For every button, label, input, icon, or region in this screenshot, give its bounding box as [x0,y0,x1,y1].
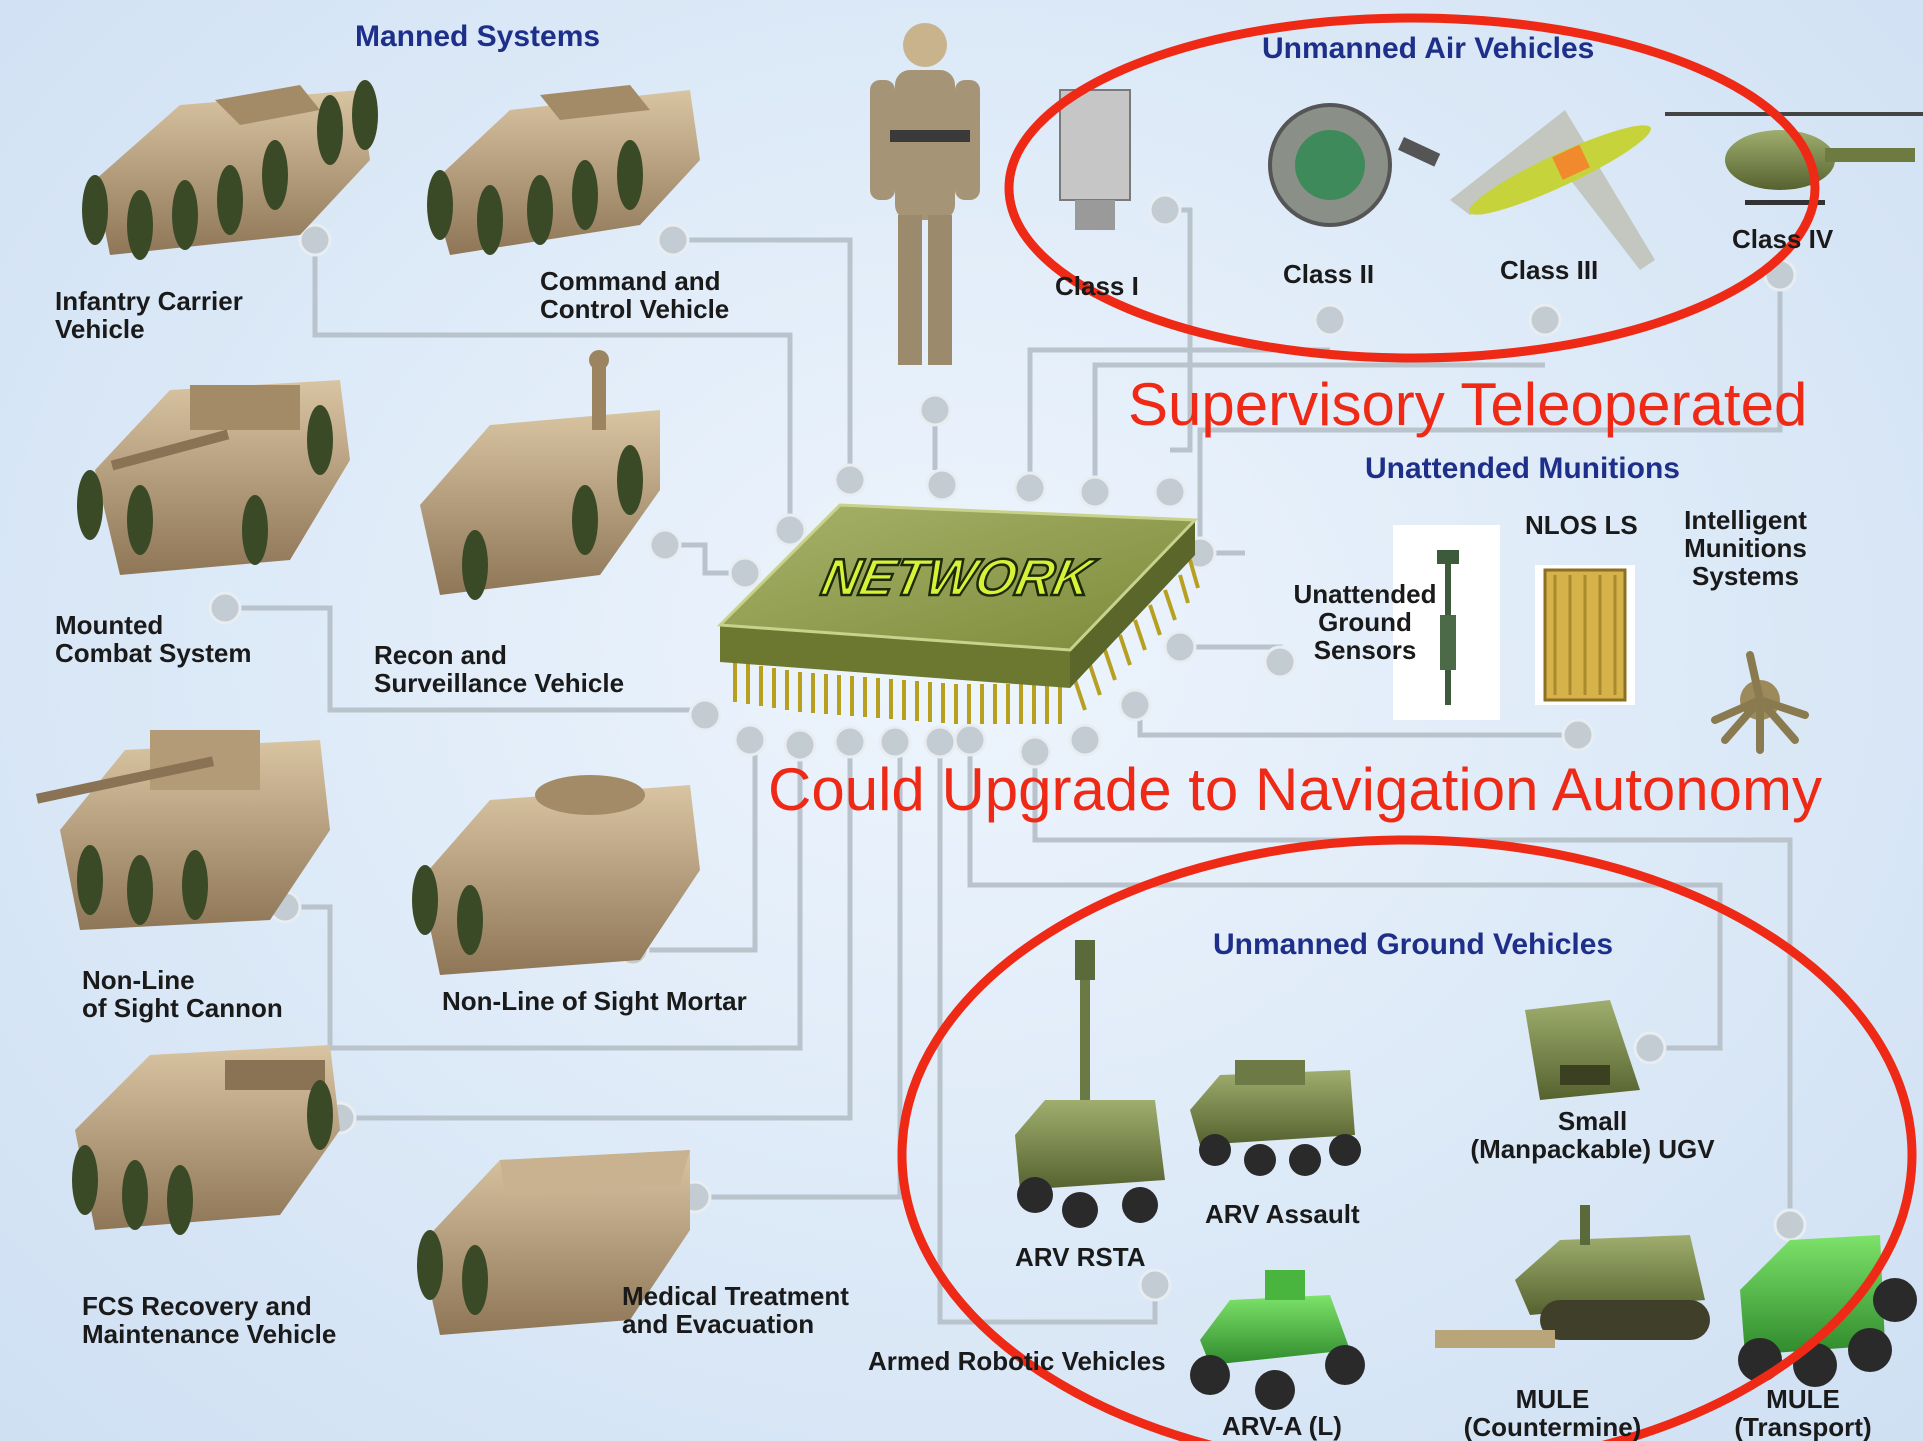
uav-class-4 [1665,112,1923,205]
ground-sensors-label: Unattended Ground Sensors [1293,579,1437,665]
unattended-ground-sensor [1393,525,1500,720]
munitions-header: Unattended Munitions [1365,452,1680,485]
command-control-vehicle [427,85,700,255]
uav-class-1 [1059,89,1131,230]
arv-a-light [1190,1270,1365,1410]
infantry-carrier-vehicle [82,80,378,260]
uav-highlight-ellipse [1004,13,1820,363]
small-ugv-label: Small (Manpackable) UGV [1470,1106,1715,1164]
chip-side [720,625,1070,688]
nlos-mortar-label: Non-Line of Sight Mortar [442,986,747,1016]
recon-surveillance-vehicle [420,350,660,600]
medical-label: Medical Treatment and Evacuation [622,1281,849,1339]
uav-class-2 [1268,103,1441,227]
uav-class-3 [1450,110,1655,270]
mule-transport-label: MULE (Transport) [1734,1384,1872,1441]
manned-systems-header: Manned Systems [355,20,601,53]
nlos-cannon-label: Non-Line of Sight Cannon [82,965,283,1023]
supervisory-annotation: Supervisory Teleoperated [1128,371,1808,438]
mule-transport [1738,1235,1917,1387]
arv-rsta-label: ARV RSTA [1015,1242,1146,1272]
recon-label: Recon and Surveillance Vehicle [374,640,625,698]
soldier-figure [870,23,980,365]
command-control-label: Command and Control Vehicle [540,266,730,324]
uav-class-3-label: Class III [1500,255,1599,285]
ugv-header: Unmanned Ground Vehicles [1213,928,1614,961]
uav-class-4-label: Class IV [1732,224,1834,254]
small-ugv [1525,1000,1640,1100]
chip-body [716,503,1199,652]
chip-pins [733,559,1200,724]
chip-side-right [1070,520,1195,688]
nlos-cannon-vehicle [35,730,330,930]
recovery-maintenance-vehicle [72,1045,340,1235]
uav-class-2-label: Class II [1283,259,1375,289]
uav-class-1-label: Class I [1055,271,1139,301]
arv-assault [1190,1060,1361,1176]
chip-label: NETWORK [817,549,1102,607]
arv-a-label: ARV-A (L) [1222,1411,1342,1441]
arv-assault-label: ARV Assault [1205,1199,1360,1229]
mule-countermine-label: MULE (Countermine) [1463,1384,1642,1441]
mule-countermine [1435,1205,1710,1348]
nlos-ls-label: NLOS LS [1525,510,1638,540]
upgrade-annotation: Could Upgrade to Navigation Autonomy [768,756,1822,823]
recovery-label: FCS Recovery and Maintenance Vehicle [82,1291,337,1349]
nlos-ls-launcher [1535,565,1635,705]
nlos-mortar-vehicle [412,775,700,975]
uav-header: Unmanned Air Vehicles [1262,32,1595,65]
arv-rsta [1015,940,1165,1228]
medical-evacuation-vehicle [417,1150,690,1335]
infantry-carrier-label: Infantry Carrier Vehicle [55,286,243,344]
ugv-highlight-ellipse [897,835,1917,1441]
mounted-combat-label: Mounted Combat System [55,610,252,668]
connection-lines [225,207,1793,1325]
mounted-combat-system [77,380,350,575]
intelligent-munition [1711,651,1809,754]
intelligent-munitions-label: Intelligent Munitions Systems [1684,505,1807,591]
armed-robotic-label: Armed Robotic Vehicles [868,1346,1166,1376]
